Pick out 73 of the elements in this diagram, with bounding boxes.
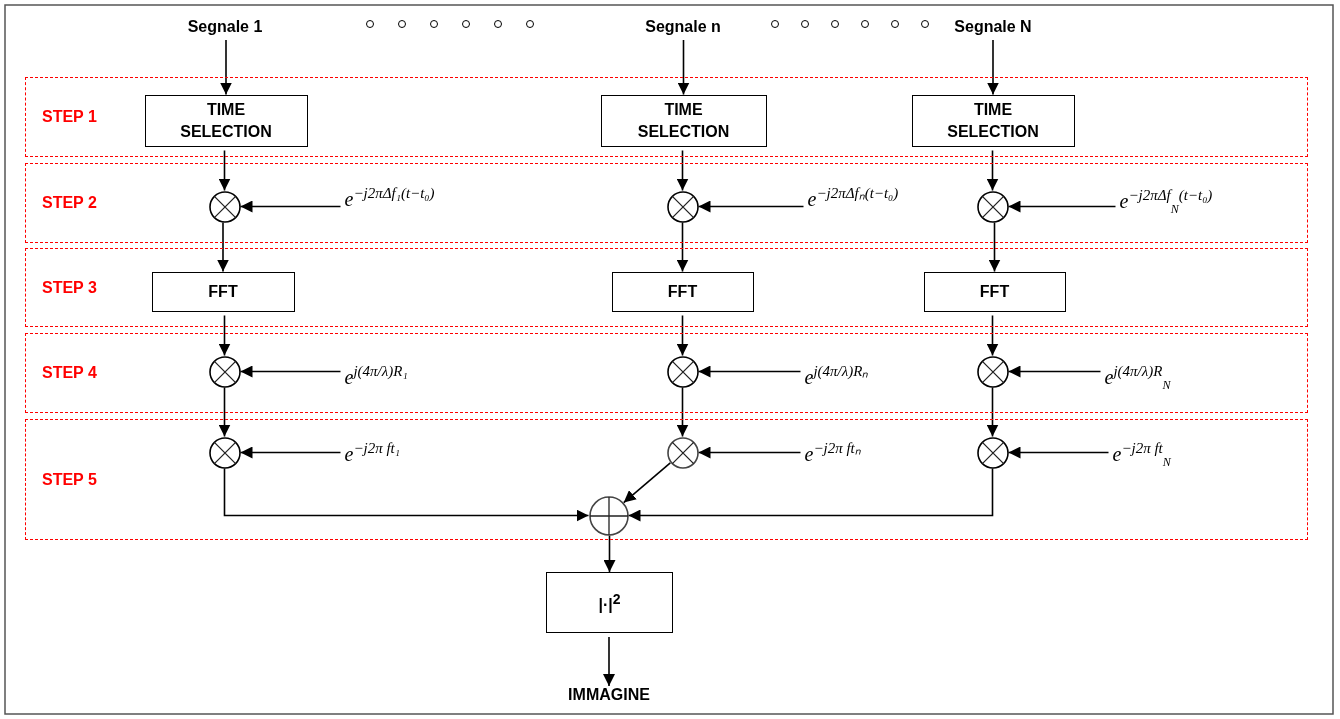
step-band <box>25 77 1308 157</box>
box-label: TIME SELECTION <box>946 99 1040 142</box>
signal-label: IMMAGINE <box>568 686 650 704</box>
process-box <box>600 94 767 147</box>
arrow <box>676 386 689 438</box>
multiplier-symbol <box>208 436 241 469</box>
arrow <box>986 386 999 438</box>
arrow <box>220 39 232 96</box>
process-box <box>546 572 673 633</box>
box-label: FFT <box>667 281 698 302</box>
box-label: FFT <box>208 281 238 302</box>
step-label: STEP 4 <box>42 364 97 382</box>
arrow <box>697 200 805 213</box>
step-label: STEP 5 <box>42 470 97 489</box>
summation-symbol <box>588 495 629 536</box>
multiplier-symbol <box>666 355 699 388</box>
process-box <box>911 94 1075 147</box>
multiplier-symbol <box>976 190 1009 223</box>
phase-factor-formula: e$^{−j2πΔf₁(t−t₀)}$ <box>344 185 435 209</box>
arrow <box>986 314 999 357</box>
phase-factor-formula: e$^{−j2πΔfₙ(t−t₀)}$ <box>807 185 899 209</box>
arrow <box>603 534 616 573</box>
arrow <box>622 462 672 504</box>
arrow <box>1007 446 1110 459</box>
process-box <box>611 271 754 312</box>
step-label: STEP 1 <box>42 108 97 126</box>
phase-factor-formula: e$^{−j2π ft₁}$ <box>344 440 400 464</box>
process-box <box>151 271 295 312</box>
step-label: STEP 2 <box>42 194 97 212</box>
magnitude-squared-label: |·|$^{2}$ <box>598 590 621 616</box>
arrow <box>676 149 689 192</box>
arrow <box>987 39 999 96</box>
arrow <box>217 221 229 273</box>
arrow <box>627 467 994 522</box>
multiplier-symbol <box>208 355 241 388</box>
arrow <box>1007 200 1117 213</box>
box-label: TIME SELECTION <box>179 99 273 142</box>
arrow <box>223 467 590 522</box>
process-box <box>923 271 1066 312</box>
process-box <box>144 94 308 147</box>
signal-label: Segnale n <box>645 18 721 36</box>
arrow <box>988 221 1001 273</box>
arrow <box>603 636 615 687</box>
arrow <box>239 446 342 459</box>
multiplier-symbol <box>208 190 241 223</box>
signal-label: Segnale 1 <box>187 18 263 36</box>
multiplier-symbol <box>976 436 1009 469</box>
arrow <box>677 39 690 96</box>
arrow <box>1007 365 1102 378</box>
arrow <box>218 386 231 438</box>
arrow <box>218 149 231 192</box>
phase-factor-formula: e$^{j(4π/λ)Rₙ}$ <box>804 363 869 387</box>
step-band <box>25 333 1308 413</box>
multiplier-symbol <box>976 355 1009 388</box>
arrow <box>676 314 689 357</box>
arrow <box>697 446 802 459</box>
arrow <box>239 365 342 378</box>
arrow <box>218 314 231 357</box>
box-label: FFT <box>979 281 1010 302</box>
multiplier-symbol <box>666 190 699 223</box>
phase-factor-formula: e$^{j(4π/λ)R₁}$ <box>344 363 408 387</box>
step-band <box>25 248 1308 327</box>
multiplier-symbol <box>666 436 699 469</box>
phase-factor-formula: e$^{−j2π ftₙ}$ <box>804 440 861 464</box>
arrow <box>986 149 999 192</box>
signal-label: Segnale N <box>954 18 1032 36</box>
step-band <box>25 163 1308 243</box>
arrow <box>239 200 342 213</box>
step-band <box>25 419 1308 540</box>
arrow <box>676 221 689 273</box>
box-label: TIME SELECTION <box>636 99 731 142</box>
step-label: STEP 3 <box>42 278 97 297</box>
arrow <box>697 365 802 378</box>
